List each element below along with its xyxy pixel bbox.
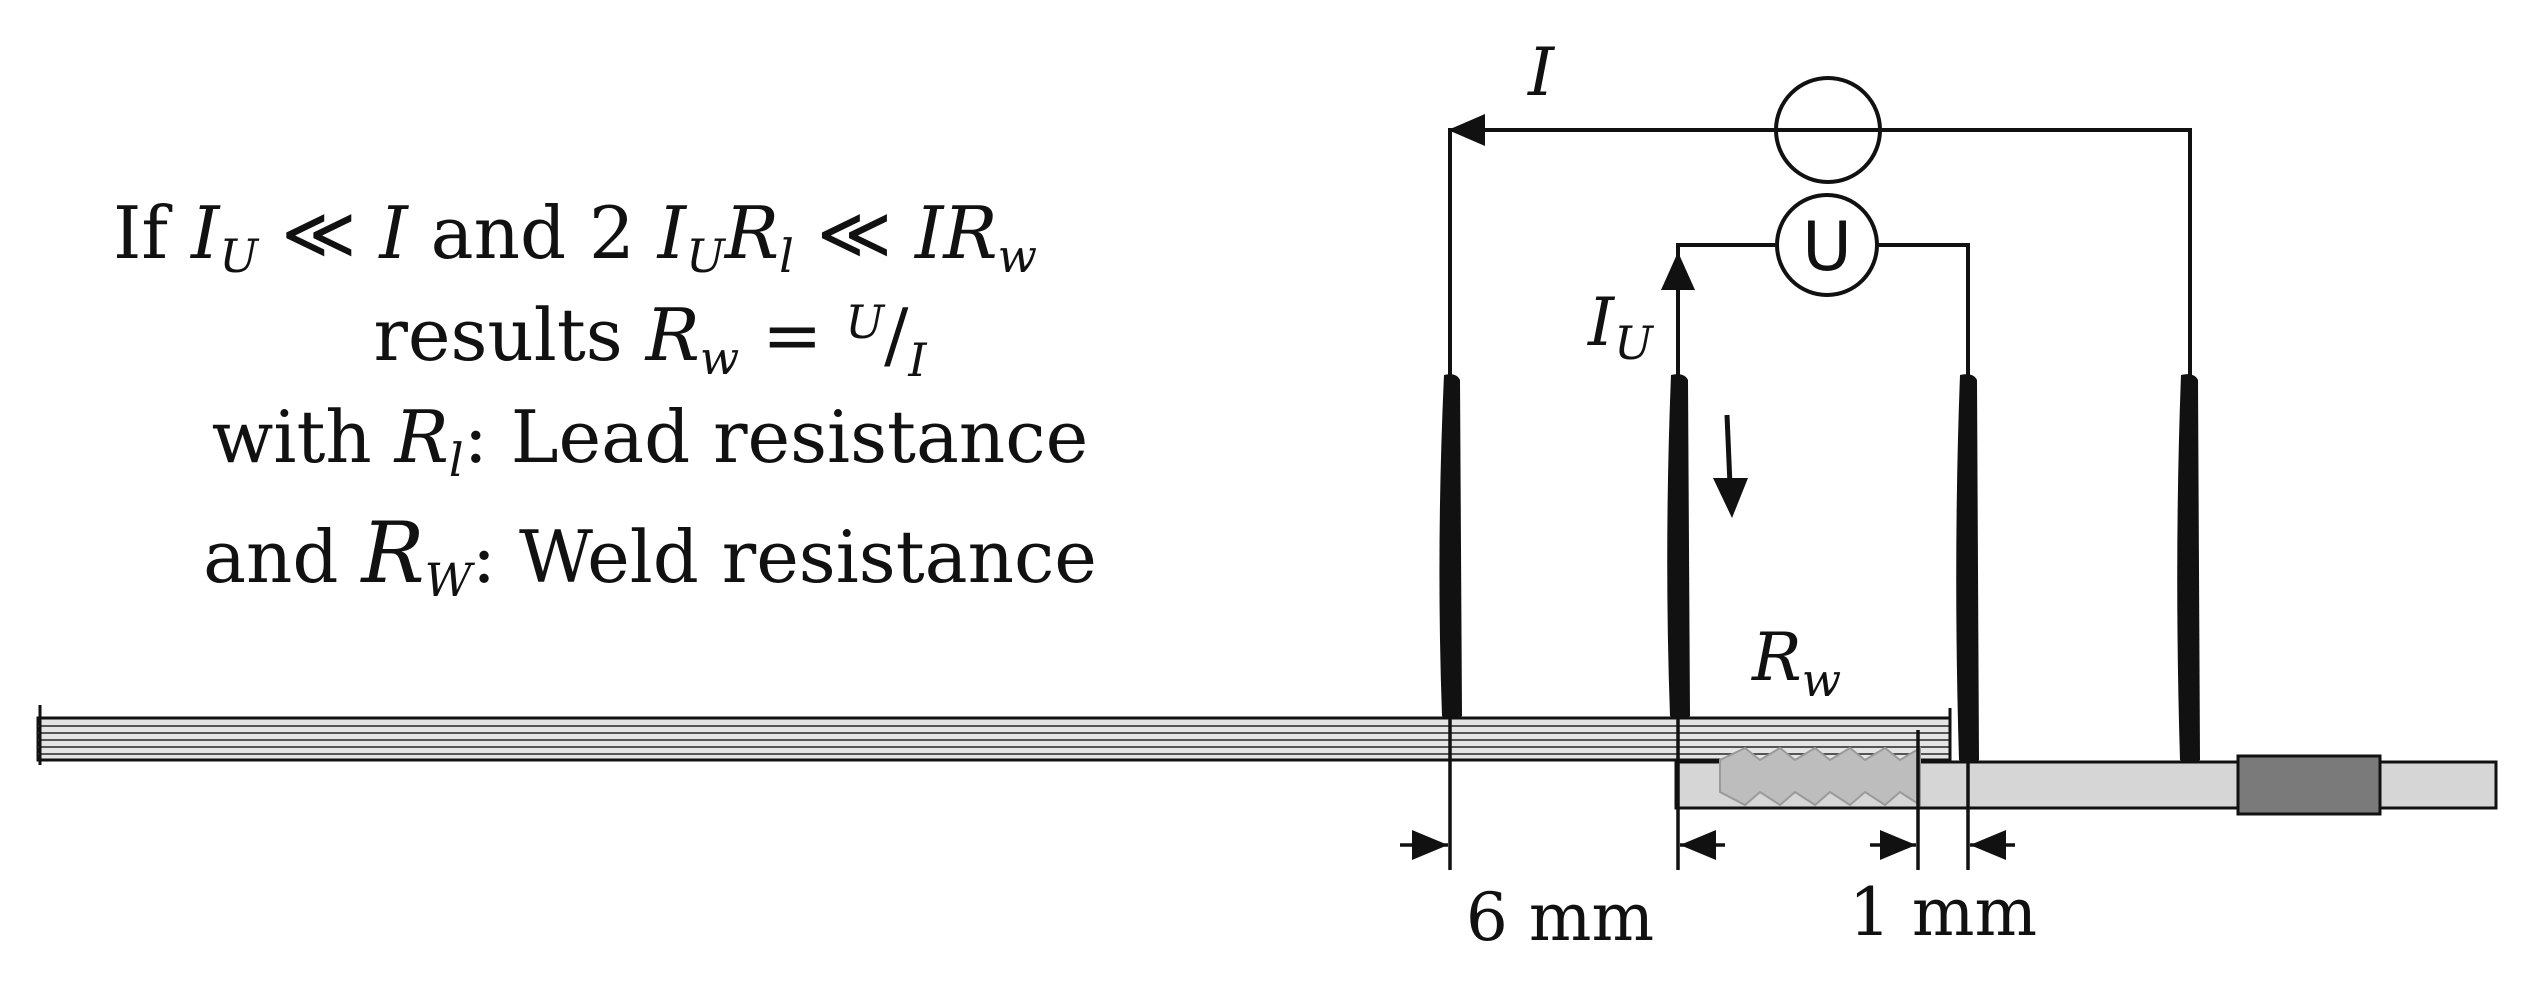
voltmeter-label: U <box>1802 208 1852 287</box>
rw-label: Rw <box>1751 619 1841 707</box>
dimensions: 6 mm 1 mm <box>1400 716 2037 956</box>
dim-1mm-arrow-right <box>1970 830 2006 860</box>
meters: U <box>1774 76 1882 297</box>
caption-and-word: and <box>203 515 361 599</box>
caption-r: R <box>723 191 779 275</box>
caption-equals: = <box>739 293 845 377</box>
caption: If IU ≪ I and 2 IURl ≪ IRw results Rw = … <box>113 191 1097 607</box>
caption-frac-i: I <box>907 333 927 387</box>
caption-lead-resistance: : Lead resistance <box>464 395 1089 479</box>
caption-results: results <box>373 293 645 377</box>
voltage-probe-left <box>1667 374 1690 719</box>
probes <box>1439 374 2200 763</box>
iu-label-sub: U <box>1614 316 1655 370</box>
caption-weld-resistance: : Weld resistance <box>472 515 1097 599</box>
iu-label-main: I <box>1587 284 1616 361</box>
tab-insert <box>2236 754 2382 816</box>
caption-ll2: ≪ <box>794 191 915 275</box>
caption-line-1: If IU ≪ I and 2 IURl ≪ IRw <box>113 191 1037 283</box>
weld-serration <box>1719 746 1921 807</box>
caption-l-sub: l <box>779 229 794 283</box>
dim-1mm-arrow-left <box>1880 830 1916 860</box>
current-label: I <box>1527 34 1556 111</box>
caption-i2: I <box>377 191 409 275</box>
iu-label: IU <box>1587 284 1655 370</box>
current-probe-right <box>2177 374 2200 763</box>
caption-frac-slash: / <box>884 293 909 377</box>
caption-i3: I <box>656 191 688 275</box>
caption-rw2-w: W <box>425 553 476 607</box>
caption-line-3: with Rl: Lead resistance <box>212 395 1088 487</box>
caption-rw-r: R <box>644 293 700 377</box>
down-arrow-shaft <box>1724 414 1733 486</box>
foil-stack <box>36 705 1952 765</box>
voltage-wire-right <box>1878 243 1970 375</box>
caption-ll: ≪ <box>258 191 379 275</box>
wiring <box>1448 114 2192 518</box>
dim-6mm-label: 6 mm <box>1466 879 1654 956</box>
dim-1mm-label: 1 mm <box>1849 874 2037 951</box>
caption-ir: IR <box>913 191 998 275</box>
labels: I IU Rw <box>1527 34 1841 707</box>
caption-u-sub: U <box>219 229 260 283</box>
rw-label-main: R <box>1751 619 1802 696</box>
voltmeter-icon <box>1775 193 1879 297</box>
down-arrow-head <box>1713 478 1748 518</box>
dim-6mm-arrow-left <box>1412 830 1448 860</box>
current-probe-left <box>1439 374 1462 719</box>
caption-rl-l: l <box>449 433 464 487</box>
caption-rw-w: w <box>700 331 739 385</box>
caption-rl-r: R <box>393 395 449 479</box>
caption-u2-sub: U <box>686 229 727 283</box>
caption-and: and 2 <box>408 191 658 275</box>
caption-line-4: and RW: Weld resistance <box>203 504 1097 607</box>
caption-rw2-r: R <box>359 504 424 602</box>
current-arrow <box>1448 114 1485 146</box>
voltage-probe-right <box>1956 374 1979 763</box>
rw-label-sub: w <box>1802 653 1841 707</box>
caption-line-2: results Rw = U/I <box>373 293 927 387</box>
caption-i: I <box>189 191 221 275</box>
caption-with: with <box>212 395 395 479</box>
current-wire-right <box>1880 128 2192 375</box>
dim-6mm-arrow-right <box>1680 830 1716 860</box>
caption-w-sub: w <box>998 229 1037 283</box>
weld-zone <box>1719 746 1921 807</box>
iu-arrow <box>1661 252 1695 290</box>
caption-frac-u: U <box>845 295 886 349</box>
caption-if: If <box>113 191 191 275</box>
voltage-wire-left <box>1676 243 1775 375</box>
